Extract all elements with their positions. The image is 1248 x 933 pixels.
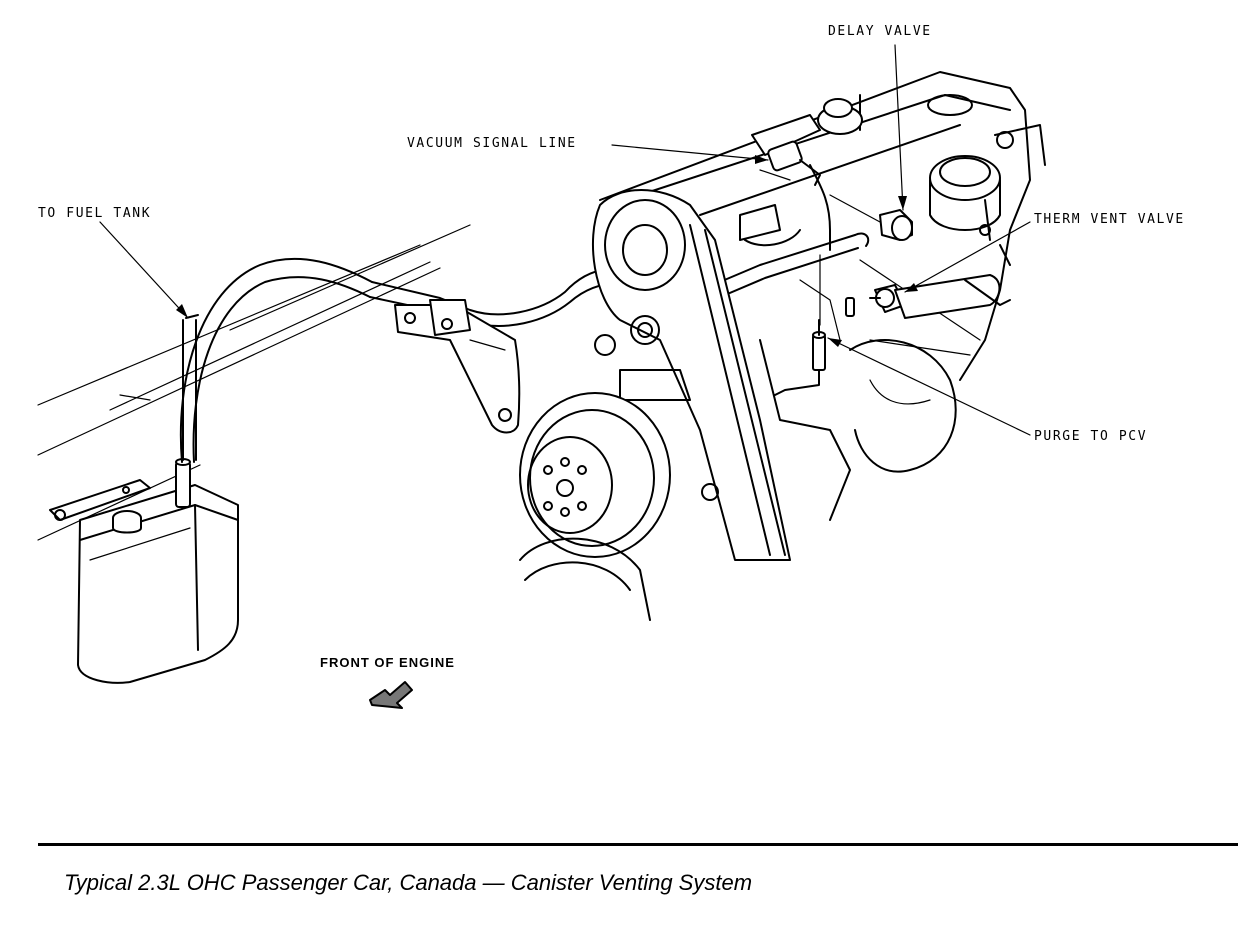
pcv-purge-line (774, 254, 855, 396)
engine-block (599, 71, 1031, 381)
label-therm-vent-valve: THERM VENT VALVE (1034, 212, 1185, 227)
mounting-bracket (394, 299, 521, 434)
front-direction-arrow-icon (369, 681, 413, 709)
label-delay-valve: DELAY VALVE (828, 24, 932, 39)
carburetor (929, 124, 1046, 266)
crank-pulley (519, 392, 671, 621)
vent-hose (179, 257, 373, 463)
charcoal-canister (49, 458, 239, 684)
leader-lines (99, 44, 1031, 436)
body-rail (37, 224, 471, 541)
timing-belt-cover (591, 189, 791, 561)
caption-divider (38, 843, 1238, 846)
label-vacuum-signal-line: VACUUM SIGNAL LINE (407, 136, 577, 151)
figure-caption: Typical 2.3L OHC Passenger Car, Canada —… (64, 870, 753, 895)
label-front-of-engine: FRONT OF ENGINE (320, 655, 455, 670)
delay-valve (829, 194, 913, 241)
vacuum-fittings (739, 98, 863, 251)
label-to-fuel-tank: TO FUEL TANK (38, 206, 152, 221)
therm-vent-valve (869, 274, 1011, 319)
label-purge-to-pcv: PURGE TO PCV (1034, 429, 1148, 444)
